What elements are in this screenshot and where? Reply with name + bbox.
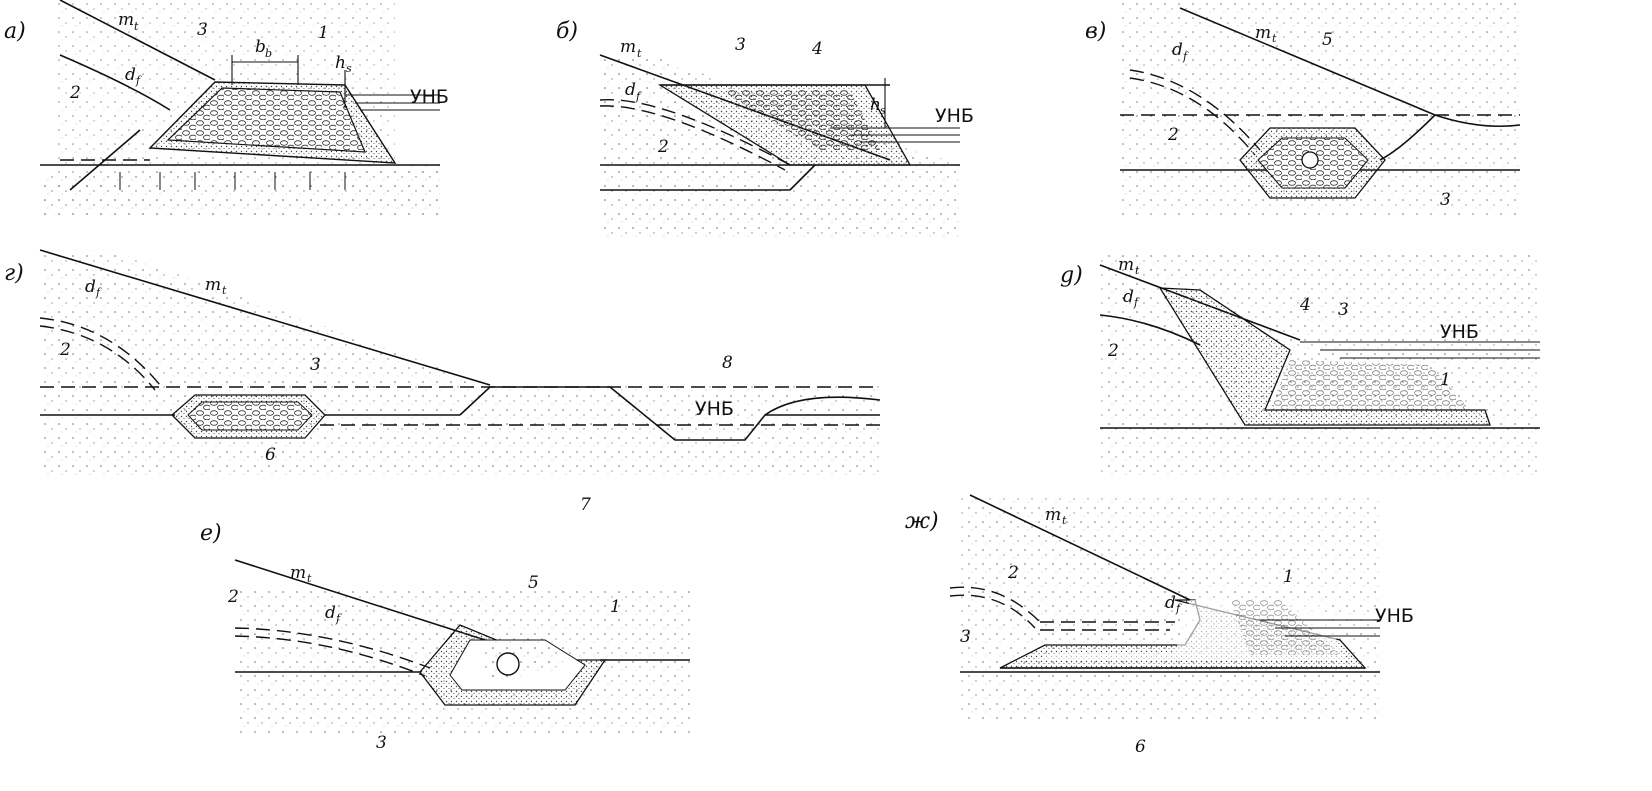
panel-f-letter: е)	[200, 521, 222, 546]
svg-text:t: t	[222, 284, 227, 297]
thickness-label-d: d	[125, 65, 136, 85]
svg-text:УНБ: УНБ	[695, 398, 734, 420]
svg-text:3: 3	[960, 627, 971, 647]
svg-text:f: f	[335, 612, 342, 625]
svg-text:3: 3	[735, 35, 746, 55]
svg-text:m: m	[1255, 23, 1271, 43]
svg-text:УНБ: УНБ	[935, 105, 974, 127]
height-label: h	[335, 53, 346, 73]
svg-text:s: s	[880, 104, 886, 117]
water-level-label: УНБ	[410, 86, 449, 108]
svg-text:7: 7	[580, 495, 591, 515]
svg-text:t: t	[637, 47, 642, 60]
svg-text:1: 1	[610, 597, 621, 617]
svg-text:2: 2	[1107, 341, 1119, 361]
panel-d-letter: г)	[4, 261, 24, 286]
svg-text:m: m	[620, 37, 636, 57]
svg-text:2: 2	[1167, 125, 1179, 145]
panel-b-letter: б)	[556, 19, 578, 44]
label-3: 3	[197, 20, 208, 40]
svg-text:f: f	[95, 286, 102, 299]
svg-text:d: d	[1172, 40, 1183, 60]
svg-text:t: t	[1272, 32, 1277, 45]
svg-text:m: m	[1045, 505, 1061, 525]
svg-text:m: m	[205, 275, 221, 295]
svg-text:t: t	[1135, 264, 1140, 277]
svg-text:t: t	[134, 20, 139, 33]
slope-label-m: m	[118, 10, 134, 30]
label-2: 2	[69, 83, 81, 103]
panel-e: g) m t d f 1 2 3 4 УНБ	[1060, 255, 1540, 475]
panel-a: а) m t d f b b h s 1 2 3 УНБ	[4, 0, 449, 215]
panel-g-letter: ж)	[905, 509, 939, 534]
panel-c-letter: в)	[1085, 19, 1106, 44]
svg-text:УНБ: УНБ	[1375, 605, 1414, 627]
panel-f: е) m t d f 1 2 3 5	[200, 521, 690, 753]
panel-d: г) m t d f 2 3 6 7 8 УНБ	[4, 249, 881, 515]
panel-e-letter: g)	[1060, 263, 1083, 288]
panel-g: ж) m t d f 1 2 3 6 УНБ	[905, 494, 1414, 757]
svg-text:6: 6	[265, 445, 276, 465]
svg-text:d: d	[1123, 287, 1134, 307]
svg-text:3: 3	[310, 355, 321, 375]
svg-text:1: 1	[1283, 567, 1294, 587]
label-1: 1	[318, 23, 329, 43]
svg-text:b: b	[265, 47, 272, 60]
panel-c: в) m t d f 2 3 5	[1085, 0, 1521, 215]
svg-text:5: 5	[1322, 30, 1333, 50]
svg-text:d: d	[325, 603, 336, 623]
svg-text:f: f	[1133, 296, 1140, 309]
svg-text:s: s	[346, 62, 352, 75]
svg-text:m: m	[1118, 255, 1134, 275]
svg-text:t: t	[307, 572, 312, 585]
svg-text:6: 6	[1135, 737, 1146, 757]
svg-text:3: 3	[376, 733, 387, 753]
svg-text:1: 1	[1440, 370, 1451, 390]
svg-text:3: 3	[1440, 190, 1451, 210]
svg-text:t: t	[1062, 514, 1067, 527]
panel-b: б) m t d f h s 2 3 4 УНБ	[556, 19, 974, 240]
svg-text:8: 8	[722, 353, 733, 373]
svg-text:f: f	[1182, 50, 1189, 63]
svg-text:2: 2	[1007, 563, 1019, 583]
panel-a-letter: а)	[4, 19, 26, 44]
svg-text:2: 2	[227, 587, 239, 607]
svg-text:f: f	[635, 90, 642, 103]
svg-text:5: 5	[528, 573, 539, 593]
svg-text:d: d	[85, 277, 96, 297]
svg-text:m: m	[290, 563, 306, 583]
svg-text:3: 3	[1338, 300, 1349, 320]
svg-text:f: f	[135, 74, 142, 87]
svg-text:УНБ: УНБ	[1440, 321, 1479, 343]
svg-text:d: d	[625, 80, 636, 100]
svg-text:2: 2	[657, 137, 669, 157]
svg-text:f: f	[1175, 602, 1182, 615]
svg-text:h: h	[870, 95, 881, 115]
svg-text:4: 4	[1299, 295, 1311, 315]
svg-text:2: 2	[59, 340, 71, 360]
svg-text:4: 4	[811, 39, 823, 59]
berm-width-label: b	[255, 37, 266, 57]
svg-text:d: d	[1165, 593, 1176, 613]
